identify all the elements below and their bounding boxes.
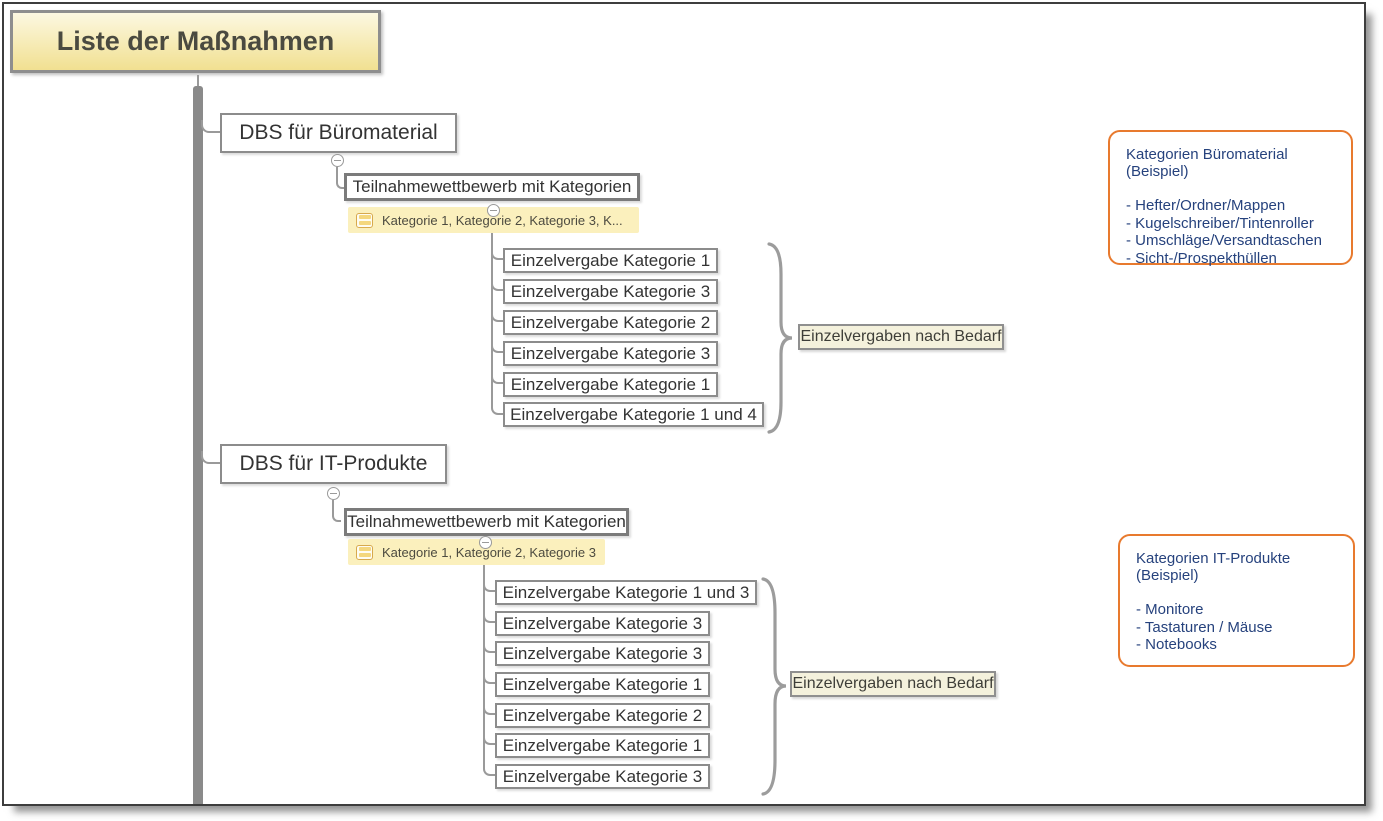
connector bbox=[491, 342, 503, 353]
connector bbox=[483, 581, 496, 592]
connector bbox=[483, 642, 496, 653]
note-bueromaterial[interactable]: Kategorien Büromaterial (Beispiel) - Hef… bbox=[1108, 130, 1353, 267]
topic-teilnahmewettbewerb-1[interactable]: Teilnahmewettbewerb mit Kategorien bbox=[344, 173, 640, 201]
minus-icon bbox=[490, 210, 497, 211]
minus-icon bbox=[334, 160, 341, 161]
note-item: - Hefter/Ordner/Mappen bbox=[1126, 197, 1286, 214]
connector bbox=[491, 373, 503, 384]
trunk-line bbox=[193, 86, 203, 804]
brace bbox=[767, 242, 793, 434]
connector bbox=[483, 565, 485, 766]
connector bbox=[491, 311, 503, 322]
root-connector bbox=[197, 75, 199, 88]
minus-icon bbox=[330, 493, 337, 494]
connector bbox=[483, 734, 496, 745]
category-rows-icon bbox=[356, 544, 373, 560]
note-item: - Kugelschreiber/Tintenroller bbox=[1126, 214, 1314, 232]
category-rows-icon bbox=[356, 212, 373, 228]
collapse-toggle[interactable] bbox=[327, 487, 340, 500]
category-band-label: Kategorie 1, Kategorie 2, Kategorie 3 bbox=[382, 544, 596, 560]
callout-einzelvergaben-2[interactable]: Einzelvergaben nach Bedarf bbox=[790, 671, 996, 697]
note-title: Kategorien IT-Produkte (Beispiel) bbox=[1136, 550, 1291, 584]
connector bbox=[491, 280, 503, 291]
collapse-toggle[interactable] bbox=[487, 204, 500, 217]
category-band-2[interactable]: Kategorie 1, Kategorie 2, Kategorie 3 bbox=[348, 539, 605, 565]
collapse-toggle[interactable] bbox=[479, 536, 492, 549]
topic-einzelvergabe[interactable]: Einzelvergabe Kategorie 1 und 4 bbox=[503, 402, 764, 427]
note-item: - Umschläge/Versandtaschen bbox=[1126, 232, 1322, 249]
topic-einzelvergabe[interactable]: Einzelvergabe Kategorie 1 bbox=[503, 248, 718, 273]
topic-einzelvergabe[interactable]: Einzelvergabe Kategorie 1 und 3 bbox=[495, 580, 757, 605]
topic-einzelvergabe[interactable]: Einzelvergabe Kategorie 1 bbox=[495, 733, 710, 758]
note-item: - Sicht-/Prospekthüllen bbox=[1126, 249, 1277, 267]
connector bbox=[201, 120, 220, 133]
topic-einzelvergabe[interactable]: Einzelvergabe Kategorie 1 bbox=[503, 372, 718, 397]
topic-teilnahmewettbewerb-2[interactable]: Teilnahmewettbewerb mit Kategorien bbox=[344, 508, 629, 536]
minus-icon bbox=[482, 542, 489, 543]
topic-einzelvergabe[interactable]: Einzelvergabe Kategorie 3 bbox=[495, 611, 710, 636]
note-item: - Monitore bbox=[1136, 601, 1204, 618]
root-topic[interactable]: Liste der Maßnahmen bbox=[10, 10, 381, 73]
note-item: - Tastaturen / Mäuse bbox=[1136, 618, 1273, 636]
topic-einzelvergabe[interactable]: Einzelvergabe Kategorie 2 bbox=[503, 310, 718, 335]
connector bbox=[332, 500, 341, 522]
topic-einzelvergabe[interactable]: Einzelvergabe Kategorie 3 bbox=[503, 341, 718, 366]
connector bbox=[491, 404, 503, 415]
note-title: Kategorien Büromaterial (Beispiel) bbox=[1126, 146, 1288, 180]
topic-einzelvergabe[interactable]: Einzelvergabe Kategorie 3 bbox=[503, 279, 718, 304]
topic-einzelvergabe[interactable]: Einzelvergabe Kategorie 3 bbox=[495, 641, 710, 666]
connector bbox=[201, 451, 220, 464]
brace bbox=[761, 577, 787, 796]
category-band-label: Kategorie 1, Kategorie 2, Kategorie 3, K… bbox=[382, 212, 623, 228]
topic-einzelvergabe[interactable]: Einzelvergabe Kategorie 1 bbox=[495, 672, 710, 697]
connector bbox=[491, 249, 503, 260]
topic-dbs-bueromaterial[interactable]: DBS für Büromaterial bbox=[220, 113, 457, 153]
topic-dbs-it-produkte[interactable]: DBS für IT-Produkte bbox=[220, 444, 447, 484]
connector bbox=[483, 765, 496, 776]
callout-einzelvergaben-1[interactable]: Einzelvergaben nach Bedarf bbox=[798, 324, 1004, 350]
collapse-toggle[interactable] bbox=[331, 154, 344, 167]
note-it-produkte[interactable]: Kategorien IT-Produkte (Beispiel) - Moni… bbox=[1118, 534, 1355, 667]
connector bbox=[336, 167, 345, 189]
note-item: - Notebooks bbox=[1136, 636, 1217, 653]
connector bbox=[483, 612, 496, 623]
topic-einzelvergabe[interactable]: Einzelvergabe Kategorie 2 bbox=[495, 703, 710, 728]
topic-einzelvergabe[interactable]: Einzelvergabe Kategorie 3 bbox=[495, 764, 710, 789]
connector bbox=[483, 673, 496, 684]
connector bbox=[483, 704, 496, 715]
